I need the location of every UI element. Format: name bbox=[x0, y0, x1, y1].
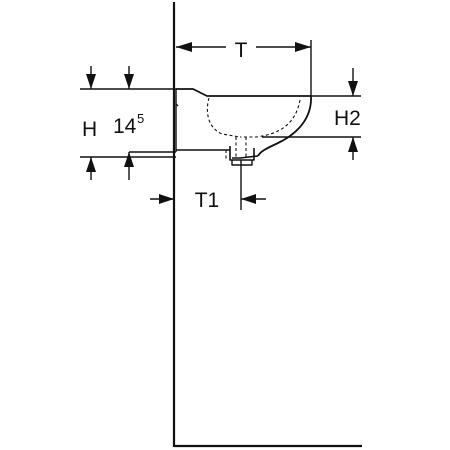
label-h: H bbox=[82, 118, 97, 141]
dimension-h2 bbox=[262, 68, 361, 160]
label-t1: T1 bbox=[195, 189, 220, 212]
label-t: T bbox=[235, 39, 248, 62]
basin-outline bbox=[175, 88, 312, 166]
label-h-value: 14 bbox=[113, 115, 137, 138]
label-h2: H2 bbox=[334, 107, 361, 130]
wall bbox=[172, 2, 362, 448]
dimension-h bbox=[80, 66, 176, 180]
dimension-t1 bbox=[150, 160, 266, 210]
bowl-hidden-lines bbox=[206, 97, 301, 160]
label-h-value-superscript: 5 bbox=[137, 111, 144, 126]
